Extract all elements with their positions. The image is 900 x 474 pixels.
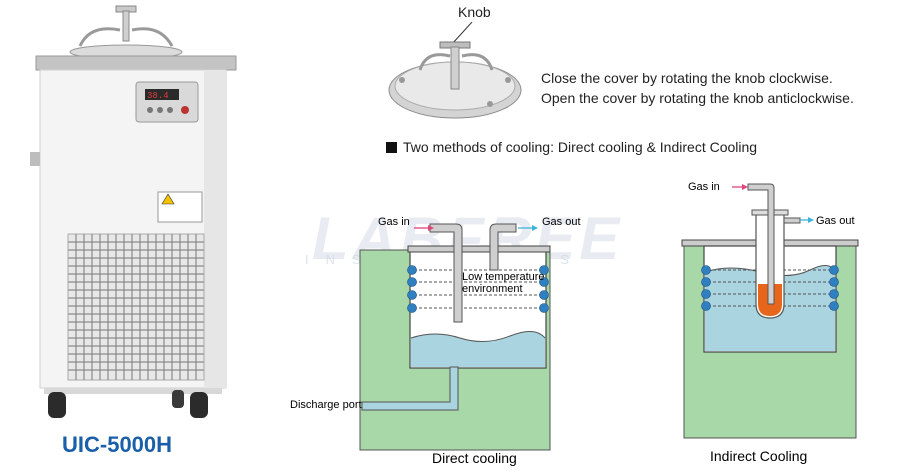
direct-cooling-diagram: Gas in Gas out Low temperature environme…	[290, 216, 581, 466]
instruction-close: Close the cover by rotating the knob clo…	[541, 70, 833, 86]
cover-illustration	[388, 22, 522, 119]
direct-gas-in-label: Gas in	[378, 216, 410, 228]
indirect-gas-out-arrow	[800, 217, 814, 223]
bullet-square-icon	[386, 141, 397, 153]
indirect-coil-dots	[701, 265, 839, 311]
instruction-open: Open the cover by rotating the knob anti…	[541, 90, 854, 106]
cover-instructions: Close the cover by rotating the knob clo…	[541, 68, 854, 108]
vent-grill	[67, 233, 205, 381]
indirect-gas-out-label: Gas out	[816, 215, 855, 227]
direct-env-line2: environment	[462, 283, 523, 295]
knob-callout: Knob	[458, 4, 491, 20]
product-image: 38.4	[30, 5, 237, 418]
discharge-port-label: Discharge port	[290, 399, 362, 411]
coil-dots	[407, 265, 549, 313]
direct-gas-out-label: Gas out	[542, 216, 581, 228]
gas-out-arrow	[518, 225, 538, 231]
methods-heading-text: Two methods of cooling: Direct cooling &…	[403, 139, 758, 155]
methods-heading: Two methods of cooling: Direct cooling &…	[386, 139, 757, 155]
casters	[44, 388, 222, 418]
indirect-caption: Indirect Cooling	[710, 448, 807, 464]
indirect-cooling-diagram: Gas in Gas out Indirect Cooling	[681, 181, 859, 464]
panel-display: 38.4	[147, 91, 169, 101]
product-model-label: UIC-5000H	[62, 432, 173, 457]
control-panel: 38.4	[135, 81, 199, 123]
indirect-gas-in-label: Gas in	[688, 181, 720, 193]
gas-in-arrow	[414, 225, 434, 231]
indirect-gas-in-arrow	[732, 184, 748, 190]
top-knob	[69, 5, 183, 60]
direct-env-line1: Low temperature	[462, 271, 545, 283]
direct-caption: Direct cooling	[432, 450, 517, 466]
